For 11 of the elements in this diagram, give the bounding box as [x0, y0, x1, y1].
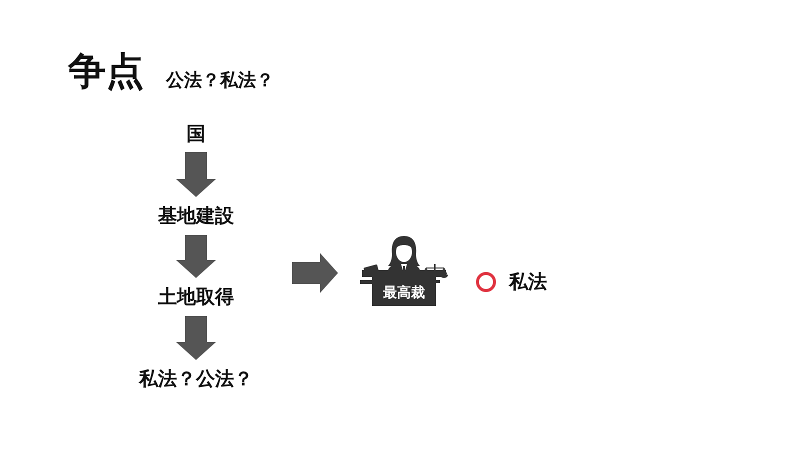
block-arrow — [176, 235, 216, 278]
title: 争点 — [68, 48, 144, 95]
block-arrow — [176, 316, 216, 360]
node-text: 私法 — [509, 270, 547, 295]
block-arrow — [292, 253, 338, 293]
node-text: 私法？公法？ — [139, 367, 253, 392]
block-arrow — [176, 152, 216, 197]
node-text: 基地建設 — [158, 204, 234, 229]
node-text: 国 — [186, 122, 206, 147]
node-text: 土地取得 — [158, 285, 234, 310]
subtitle-label: 公法？私法？ — [166, 69, 274, 92]
